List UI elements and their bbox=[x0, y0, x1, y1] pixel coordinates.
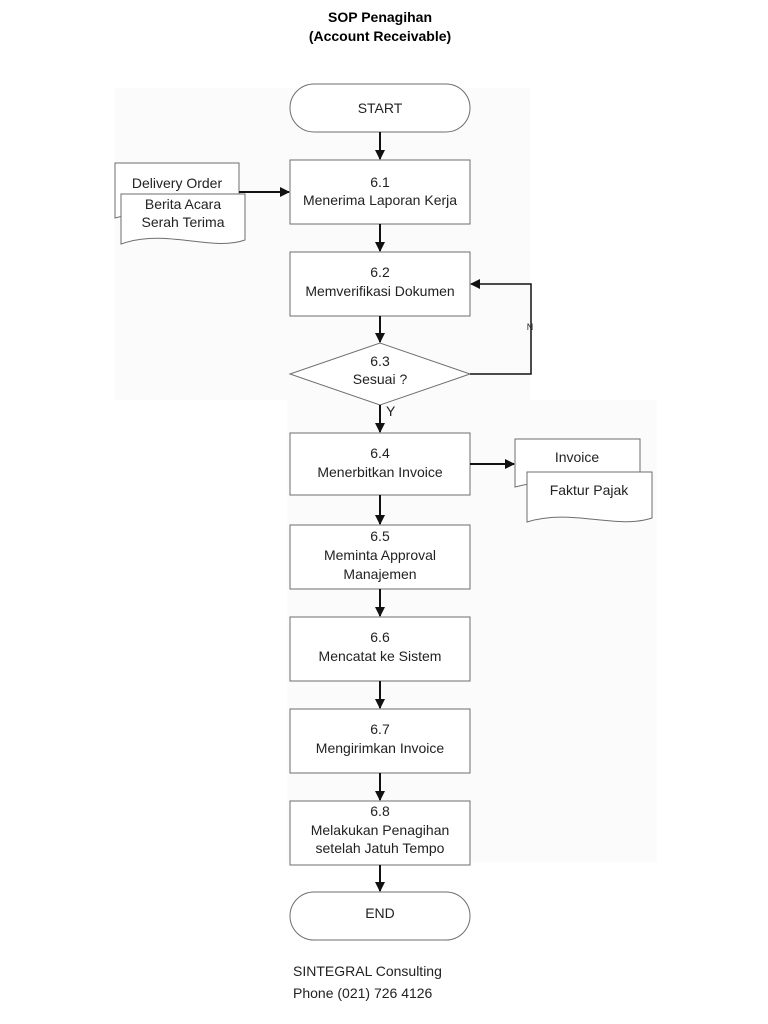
input-document-stack: Delivery Order Berita Acara Serah Terima bbox=[114, 162, 246, 245]
decision-text: Sesuai ? bbox=[353, 371, 408, 387]
diagram-title-line1: SOP Penagihan bbox=[328, 9, 432, 25]
process-number: 6.6 bbox=[370, 629, 390, 645]
process-6-7: 6.7 Mengirimkan Invoice bbox=[289, 708, 471, 774]
process-text: Menerima Laporan Kerja bbox=[303, 192, 457, 208]
faktur-pajak-document bbox=[526, 471, 653, 523]
process-text-line2: Manajemen bbox=[343, 566, 416, 582]
faktur-pajak-label: Faktur Pajak bbox=[550, 482, 630, 498]
process-6-6: 6.6 Mencatat ke Sistem bbox=[289, 616, 471, 682]
process-6-5: 6.5 Meminta Approval Manajemen bbox=[289, 524, 471, 590]
process-number: 6.2 bbox=[370, 264, 390, 280]
decision-6-3: 6.3 Sesuai ? bbox=[288, 342, 472, 406]
process-text: Menerbitkan Invoice bbox=[317, 464, 443, 480]
process-text: Memverifikasi Dokumen bbox=[305, 283, 454, 299]
berita-acara-label-line2: Serah Terima bbox=[141, 214, 224, 230]
process-number: 6.1 bbox=[370, 174, 390, 190]
invoice-label: Invoice bbox=[555, 449, 600, 465]
end-node: END bbox=[289, 891, 471, 941]
branch-no-label: N bbox=[527, 322, 534, 332]
decision-number: 6.3 bbox=[370, 353, 390, 369]
footer-company: SINTEGRAL Consulting bbox=[293, 963, 442, 979]
end-label: END bbox=[365, 905, 395, 921]
process-text: Mencatat ke Sistem bbox=[319, 648, 442, 664]
output-document-stack: Invoice Faktur Pajak bbox=[514, 438, 653, 523]
berita-acara-label-line1: Berita Acara bbox=[145, 196, 221, 212]
background-region bbox=[115, 88, 530, 400]
process-6-8: 6.8 Melakukan Penagihan setelah Jatuh Te… bbox=[289, 800, 471, 866]
process-6-2: 6.2 Memverifikasi Dokumen bbox=[289, 251, 471, 317]
process-text: Mengirimkan Invoice bbox=[316, 740, 445, 756]
process-number: 6.4 bbox=[370, 445, 390, 461]
connectors bbox=[239, 132, 532, 892]
process-6-4: 6.4 Menerbitkan Invoice bbox=[289, 432, 471, 496]
process-number: 6.8 bbox=[370, 803, 390, 819]
footer-phone: Phone (021) 726 4126 bbox=[293, 985, 433, 1001]
start-label: START bbox=[358, 100, 403, 116]
process-number: 6.5 bbox=[370, 528, 390, 544]
arrow-no-loop-back bbox=[470, 279, 532, 375]
start-node: START bbox=[289, 83, 471, 133]
process-text-line1: Meminta Approval bbox=[324, 547, 436, 563]
diagram-title-line2: (Account Receivable) bbox=[309, 28, 451, 44]
process-text-line1: Melakukan Penagihan bbox=[311, 822, 450, 838]
process-number: 6.7 bbox=[370, 721, 390, 737]
delivery-order-label: Delivery Order bbox=[132, 175, 223, 191]
branch-yes-label: Y bbox=[386, 403, 396, 419]
berita-acara-document bbox=[120, 193, 246, 245]
process-text-line2: setelah Jatuh Tempo bbox=[316, 840, 445, 856]
process-6-1: 6.1 Menerima Laporan Kerja bbox=[289, 159, 471, 225]
